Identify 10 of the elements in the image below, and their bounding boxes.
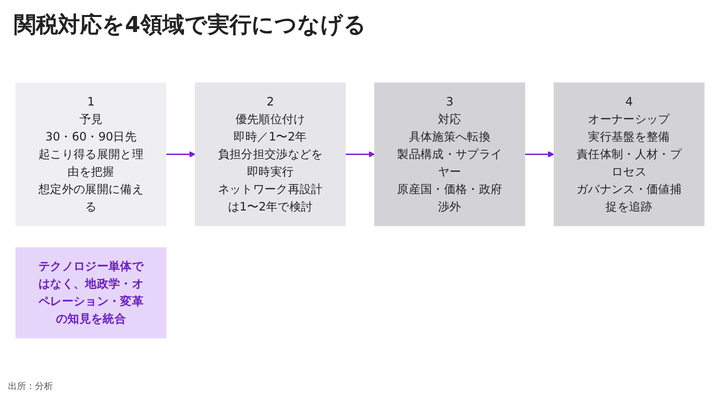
arrow xyxy=(345,150,375,158)
node-box: 3 対応 具体施策へ転換 製品構成・サプライヤー 原産国・価格・政府渉外 xyxy=(374,82,526,226)
node-box: 4 オーナーシップ 実行基盤を整備 責任体制・人材・プロセス ガバナンス・価値捕捉を追跡 xyxy=(554,82,705,226)
title: 関税対応を4領域で実行につなげる xyxy=(14,12,366,40)
node-box: 1 予見 30・60・90日先 起こり得る展開と理由を把握 想定外の展開に備える xyxy=(15,82,166,226)
arrow xyxy=(524,150,554,158)
source-note: 出所：分析 xyxy=(8,380,53,393)
node-box: 2 優先順位付け 即時／1〜2年 負担分担交渉などを即時実行 ネットワーク再設計は1〜2年で検討 xyxy=(194,82,346,226)
arrow xyxy=(166,150,196,158)
node-box: テクノロジー単体ではなく、地政学・オペレーション・変革の知見を統合 xyxy=(15,246,166,338)
